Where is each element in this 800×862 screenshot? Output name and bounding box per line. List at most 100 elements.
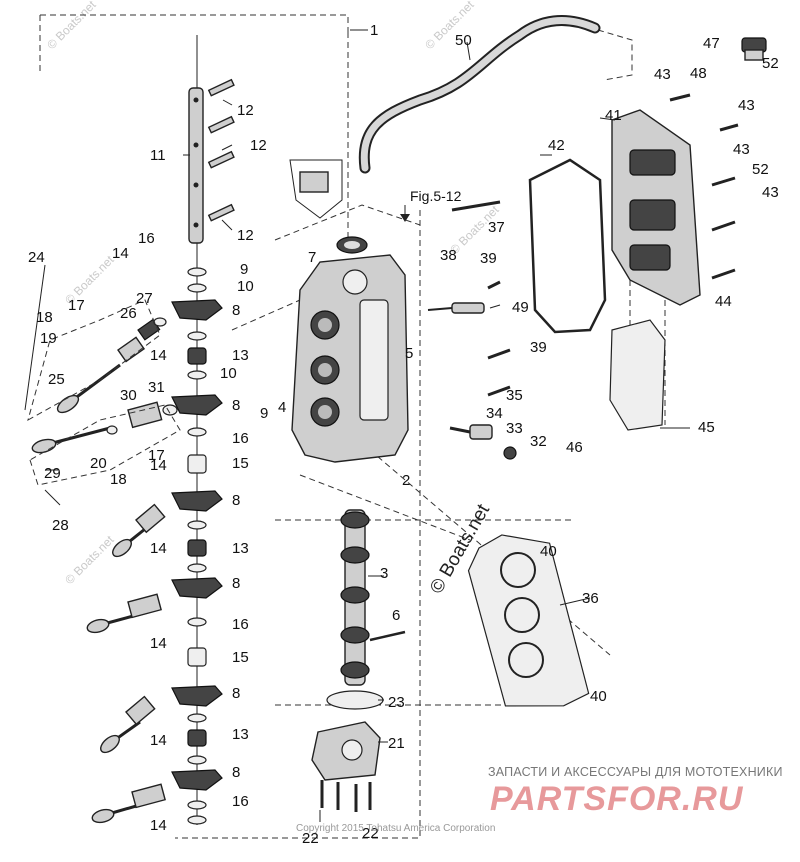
callout-c5: 5 (405, 345, 413, 362)
callout-c45: 45 (698, 419, 715, 436)
valve-assemblies (31, 317, 178, 824)
callout-c23: 23 (388, 694, 405, 711)
callout-c39b: 39 (530, 339, 547, 356)
callout-c12a: 12 (237, 102, 254, 119)
callout-c2: 2 (402, 472, 410, 489)
seal-detail-inset (289, 159, 343, 219)
callout-layer: 1234567888888991010111212121313131414141… (28, 22, 779, 847)
callout-c35: 35 (506, 387, 523, 404)
callout-c13b: 13 (232, 540, 249, 557)
cover-gasket (528, 158, 607, 334)
callout-c1: 1 (370, 22, 378, 39)
brand-tagline: ЗАПАСТИ И АКСЕССУАРЫ ДЛЯ МОТОТЕХНИКИ (488, 765, 783, 779)
callout-c37: 37 (488, 219, 505, 236)
callout-c14f: 14 (150, 732, 167, 749)
leader-lines (24, 29, 690, 822)
bolt-6 (369, 630, 406, 642)
callout-c41: 41 (605, 107, 622, 124)
callout-c16b: 16 (232, 430, 249, 447)
callout-c28: 28 (52, 517, 69, 534)
head-cover (611, 109, 701, 306)
callout-c14g: 14 (150, 817, 167, 834)
copyright-notice: Copyright 2015 Tohatsu America Corporati… (296, 823, 496, 834)
callout-c17b: 17 (148, 447, 165, 464)
callout-c16c: 16 (232, 616, 249, 633)
callout-c39a: 39 (480, 250, 497, 267)
rocker-shaft (188, 87, 204, 244)
shaft-spacers (187, 267, 207, 825)
callout-c15b: 15 (232, 649, 249, 666)
callout-c43b: 43 (738, 97, 755, 114)
brand-logo: PARTSFOR.RU (490, 780, 744, 818)
callout-c33: 33 (506, 420, 523, 437)
callout-c46: 46 (566, 439, 583, 456)
callout-c9a: 9 (240, 261, 248, 278)
callout-c29: 29 (44, 465, 61, 482)
callout-c9b: 9 (260, 405, 268, 422)
callout-c14a: 14 (112, 245, 129, 262)
callout-c18a: 18 (36, 309, 53, 326)
callout-c43d: 43 (733, 141, 750, 158)
head-gasket (467, 534, 590, 707)
callout-c19: 19 (40, 330, 57, 347)
callout-c14c: 14 (150, 457, 167, 474)
callout-c22a: 22 (302, 830, 319, 847)
callout-c38: 38 (440, 247, 457, 264)
callout-c16a: 16 (138, 230, 155, 247)
callout-c43c: 43 (762, 184, 779, 201)
rocker-arms (171, 299, 223, 791)
callout-c34: 34 (486, 405, 503, 422)
callout-c50: 50 (455, 32, 472, 49)
callout-c25: 25 (48, 371, 65, 388)
callout-c10b: 10 (220, 365, 237, 382)
callout-c17a: 17 (68, 297, 85, 314)
callout-c14b: 14 (150, 347, 167, 364)
callout-c8d: 8 (232, 575, 240, 592)
callout-c48: 48 (690, 65, 707, 82)
callout-c40a: 40 (540, 543, 557, 560)
watermark-layer: © Boats.net © Boats.net © Boats.net © Bo… (44, 0, 502, 587)
callout-c18b: 18 (110, 471, 127, 488)
callout-c11: 11 (150, 147, 166, 164)
callout-c43a: 43 (654, 66, 671, 83)
cover-plate (609, 319, 666, 431)
callout-c13a: 13 (232, 347, 249, 364)
callout-c31: 31 (148, 379, 165, 396)
watermark-5: © Boats.net (62, 532, 117, 587)
cylinder-head (291, 254, 409, 463)
figure-reference: Fig.5-12 (410, 188, 462, 204)
pump-bolts (320, 780, 372, 812)
callout-c6: 6 (392, 607, 400, 624)
rocker-shaft-bolts (207, 78, 235, 222)
callout-c15a: 15 (232, 455, 249, 472)
group-box-24 (27, 299, 161, 422)
callout-c8c: 8 (232, 492, 240, 509)
callout-c13c: 13 (232, 726, 249, 743)
callout-c32: 32 (530, 433, 547, 450)
callout-c12c: 12 (237, 227, 254, 244)
callout-c30: 30 (120, 387, 137, 404)
callout-c52b: 52 (752, 161, 769, 178)
callout-c42: 42 (548, 137, 565, 154)
callout-c14e: 14 (150, 635, 167, 652)
callout-c8b: 8 (232, 397, 240, 414)
callout-c36: 36 (582, 590, 599, 607)
callout-c12b: 12 (250, 137, 267, 154)
callout-c4: 4 (278, 399, 286, 416)
camshaft (340, 509, 370, 686)
callout-c27: 27 (136, 290, 153, 307)
callout-c8f: 8 (232, 764, 240, 781)
callout-c40b: 40 (590, 688, 607, 705)
callout-c47: 47 (703, 35, 720, 52)
callout-c44: 44 (715, 293, 732, 310)
callout-c8a: 8 (232, 302, 240, 319)
misc-bolts (449, 93, 739, 460)
oil-pump (311, 690, 384, 781)
callout-c16d: 16 (232, 793, 249, 810)
callout-c3: 3 (380, 565, 388, 582)
callout-c52a: 52 (762, 55, 779, 72)
callout-c8e: 8 (232, 685, 240, 702)
callout-c10a: 10 (237, 278, 254, 295)
callout-c14d: 14 (150, 540, 167, 557)
callout-c7: 7 (308, 249, 316, 266)
